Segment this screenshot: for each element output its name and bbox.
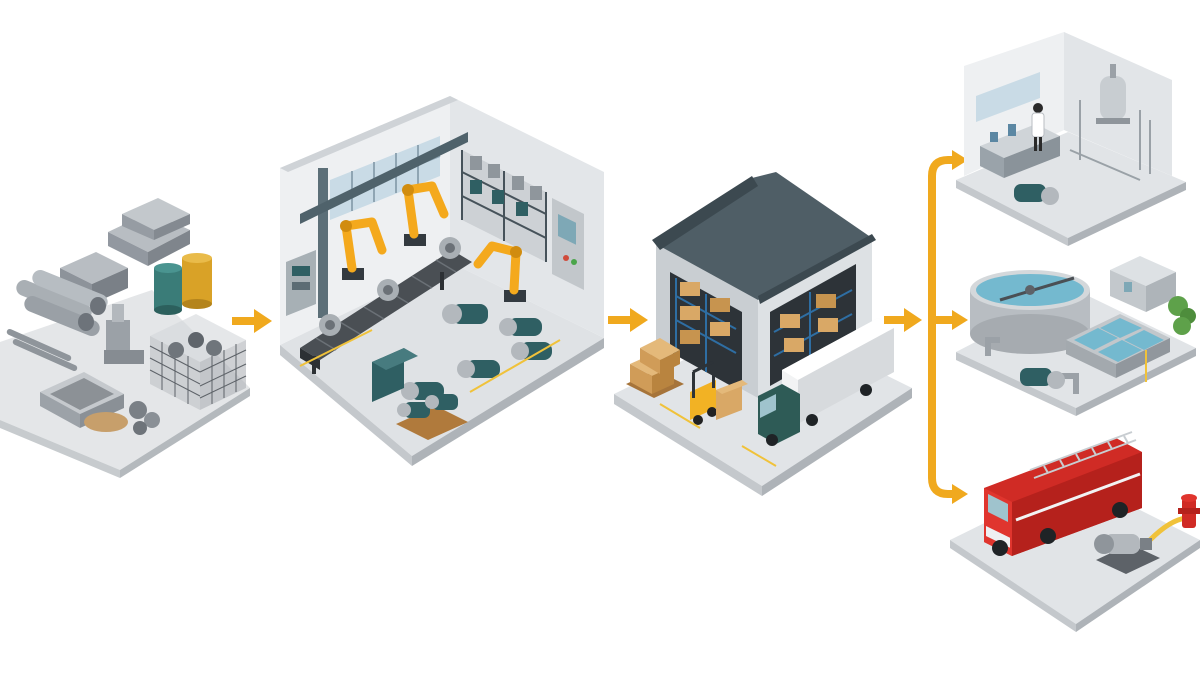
fire-ladder bbox=[1029, 431, 1137, 479]
clarifier-tank bbox=[970, 270, 1090, 354]
robot-arm-3 bbox=[473, 241, 526, 302]
lab-pump bbox=[1014, 184, 1059, 205]
control-building bbox=[1110, 256, 1176, 312]
laboratory-destination bbox=[956, 32, 1186, 246]
pumps-on-conveyor bbox=[319, 237, 461, 336]
robot-arm-1 bbox=[340, 217, 387, 280]
forklift bbox=[690, 360, 748, 425]
warehouse-floor-markings bbox=[659, 403, 777, 467]
overhead-crane bbox=[300, 132, 468, 318]
reactor-vessel bbox=[1096, 64, 1130, 124]
electrical-panel bbox=[286, 250, 316, 316]
tool-cabinet bbox=[372, 348, 418, 402]
water-pump bbox=[1020, 368, 1065, 389]
pump-factory-stage bbox=[280, 96, 604, 466]
control-cabinet bbox=[552, 198, 584, 290]
raw-materials-stage bbox=[0, 198, 250, 478]
finished-pumps bbox=[401, 304, 552, 400]
floor-markings bbox=[299, 329, 561, 393]
flow-arrow-1 bbox=[232, 309, 272, 333]
parts-shelving bbox=[461, 150, 547, 262]
trees bbox=[1168, 296, 1196, 335]
settling-basins bbox=[1066, 314, 1170, 382]
scrap-bin bbox=[40, 372, 124, 428]
storage-rack-left bbox=[675, 278, 737, 372]
lab-piping bbox=[1069, 100, 1151, 181]
fire-hydrant bbox=[1178, 494, 1200, 528]
warehouse-roof bbox=[656, 172, 872, 300]
sand-pile bbox=[84, 412, 128, 432]
fire-protection-destination bbox=[950, 431, 1200, 632]
oil-drums bbox=[154, 253, 212, 315]
pallet-boxes bbox=[626, 338, 684, 398]
storage-rack-right bbox=[773, 289, 853, 366]
warehouse-stage bbox=[614, 172, 912, 496]
steel-pipes bbox=[6, 270, 108, 372]
steel-ingot-stack bbox=[108, 198, 190, 266]
flow-arrow-2 bbox=[608, 308, 648, 332]
robot-arm-2 bbox=[402, 181, 449, 246]
conveyor-belt bbox=[300, 250, 472, 374]
parts-cage bbox=[149, 314, 247, 410]
pump-castings bbox=[104, 304, 144, 364]
pump-pallet bbox=[396, 394, 468, 440]
fire-pump bbox=[1094, 534, 1160, 574]
fire-truck bbox=[984, 431, 1142, 556]
loose-castings bbox=[129, 401, 160, 435]
distribution-connector bbox=[884, 150, 968, 504]
water-treatment-destination bbox=[956, 256, 1196, 416]
lab-scientist bbox=[1031, 103, 1045, 151]
delivery-truck bbox=[758, 318, 894, 446]
